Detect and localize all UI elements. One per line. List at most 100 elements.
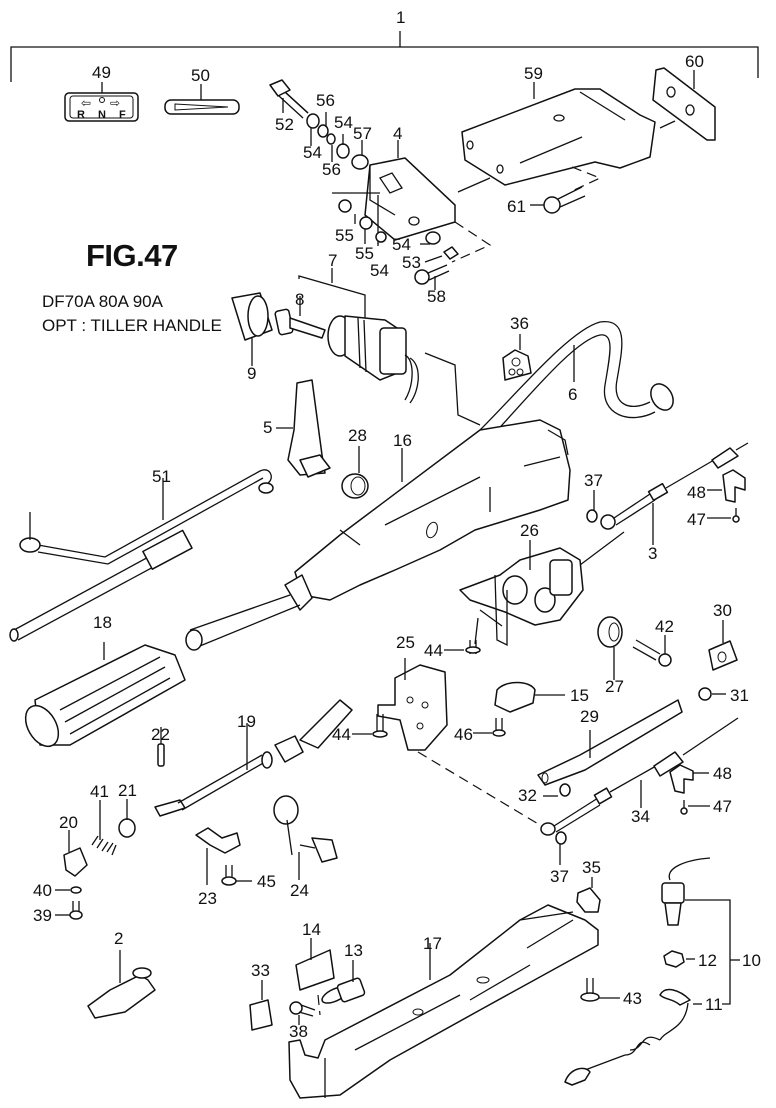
label-54: 54 xyxy=(370,261,389,280)
label-25: 25 xyxy=(396,633,415,652)
label-59: 59 xyxy=(524,64,543,83)
label-3: 3 xyxy=(648,544,657,563)
label-31: 31 xyxy=(730,686,749,705)
label-26: 26 xyxy=(520,521,539,540)
part-6-cable xyxy=(479,321,674,437)
part-37-clip xyxy=(586,490,598,523)
part-53-nut xyxy=(443,246,459,260)
part-24-clamp-bolt xyxy=(273,795,338,880)
label-6: 6 xyxy=(568,385,577,404)
part-23-clamp xyxy=(195,827,241,885)
part-46-screw xyxy=(473,718,506,737)
part-56-washer xyxy=(326,133,336,145)
part-56-washer xyxy=(317,124,329,138)
decal-letter-f: F xyxy=(119,109,126,121)
label-12: 12 xyxy=(698,951,717,970)
part-39-screw xyxy=(55,901,83,920)
part-49-shift-decal: ⇦ ⇨ R N F xyxy=(64,82,139,122)
part-60-plate xyxy=(652,67,716,141)
label-1: 1 xyxy=(396,8,405,27)
part-16-tiller-handle xyxy=(294,419,571,601)
label-55: 55 xyxy=(335,226,354,245)
part-30-plate xyxy=(708,620,738,671)
label-48: 48 xyxy=(687,483,706,502)
label-35: 35 xyxy=(582,858,601,877)
part-52-bolt xyxy=(269,79,309,119)
part-2-arm xyxy=(87,950,156,1019)
label-48: 48 xyxy=(713,764,732,783)
label-37: 37 xyxy=(550,867,569,886)
label-7: 7 xyxy=(328,251,337,270)
label-57: 57 xyxy=(353,124,372,143)
part-32-clip xyxy=(543,783,571,797)
part-44-screw xyxy=(444,640,481,654)
part-9-key-cap xyxy=(231,292,273,366)
part-27-grommet xyxy=(597,616,623,680)
part-38-screw xyxy=(289,1001,316,1025)
label-20: 20 xyxy=(59,813,78,832)
label-54: 54 xyxy=(303,143,322,162)
part-34-shift-cable xyxy=(540,717,739,836)
part-28-collar xyxy=(341,446,369,499)
label-22: 22 xyxy=(151,725,170,744)
part-36-grommet xyxy=(502,334,532,381)
label-44: 44 xyxy=(424,641,443,660)
part-58-bolt xyxy=(414,264,450,285)
part-55-collar xyxy=(359,216,373,230)
label-21: 21 xyxy=(118,781,137,800)
label-18: 18 xyxy=(93,613,112,632)
assembly-bracket-1 xyxy=(10,31,759,82)
part-20-stopper xyxy=(63,830,88,877)
label-23: 23 xyxy=(198,889,217,908)
label-44: 44 xyxy=(332,725,351,744)
label-56: 56 xyxy=(316,91,335,110)
label-16: 16 xyxy=(393,431,412,450)
part-40-washer xyxy=(55,886,82,894)
label-10: 10 xyxy=(742,951,761,970)
label-40: 40 xyxy=(33,881,52,900)
decal-letter-n: N xyxy=(98,109,106,121)
part-13-switch xyxy=(321,960,366,1004)
label-11: 11 xyxy=(705,995,723,1014)
decal-letter-r: R xyxy=(77,109,85,121)
label-9: 9 xyxy=(247,364,256,383)
part-17-lower-cover xyxy=(288,904,599,1099)
label-50: 50 xyxy=(191,66,210,85)
part-22-pin xyxy=(157,727,165,767)
throttle-shaft xyxy=(185,574,313,651)
part-41-spring xyxy=(91,800,117,856)
figure-models: DF70A 80A 90A xyxy=(42,292,163,311)
part-14-holder xyxy=(295,938,335,991)
part-35-cushion xyxy=(576,877,601,913)
part-33-clip xyxy=(249,980,273,1031)
callout-labels: 1 49 50 59 60 52 56 54 57 54 56 4 55 55 … xyxy=(33,8,761,1041)
label-41: 41 xyxy=(90,782,109,801)
part-59-cover xyxy=(461,82,656,186)
label-55: 55 xyxy=(355,244,374,263)
label-15: 15 xyxy=(570,686,589,705)
part-5-lever xyxy=(276,379,331,478)
label-34: 34 xyxy=(631,807,650,826)
label-38: 38 xyxy=(289,1022,308,1041)
part-47-screw xyxy=(680,800,710,815)
label-29: 29 xyxy=(580,707,599,726)
part-12-nut xyxy=(663,950,695,968)
figure-option: OPT : TILLER HANDLE xyxy=(42,316,222,335)
label-2: 2 xyxy=(114,929,123,948)
label-24: 24 xyxy=(290,881,309,900)
label-33: 33 xyxy=(251,961,270,980)
part-45-screw xyxy=(221,865,252,886)
label-52: 52 xyxy=(275,115,294,134)
part-8-key xyxy=(274,296,326,339)
part-7-ignition-switch xyxy=(327,315,419,404)
part-4-bracket xyxy=(364,140,456,241)
label-39: 39 xyxy=(33,906,52,925)
label-56: 56 xyxy=(322,160,341,179)
part-37-clip xyxy=(555,831,567,865)
part-50-arrow-decal xyxy=(164,84,240,115)
label-37: 37 xyxy=(584,471,603,490)
label-58: 58 xyxy=(427,287,446,306)
part-43-screw xyxy=(580,978,620,1002)
label-47: 47 xyxy=(687,510,706,529)
